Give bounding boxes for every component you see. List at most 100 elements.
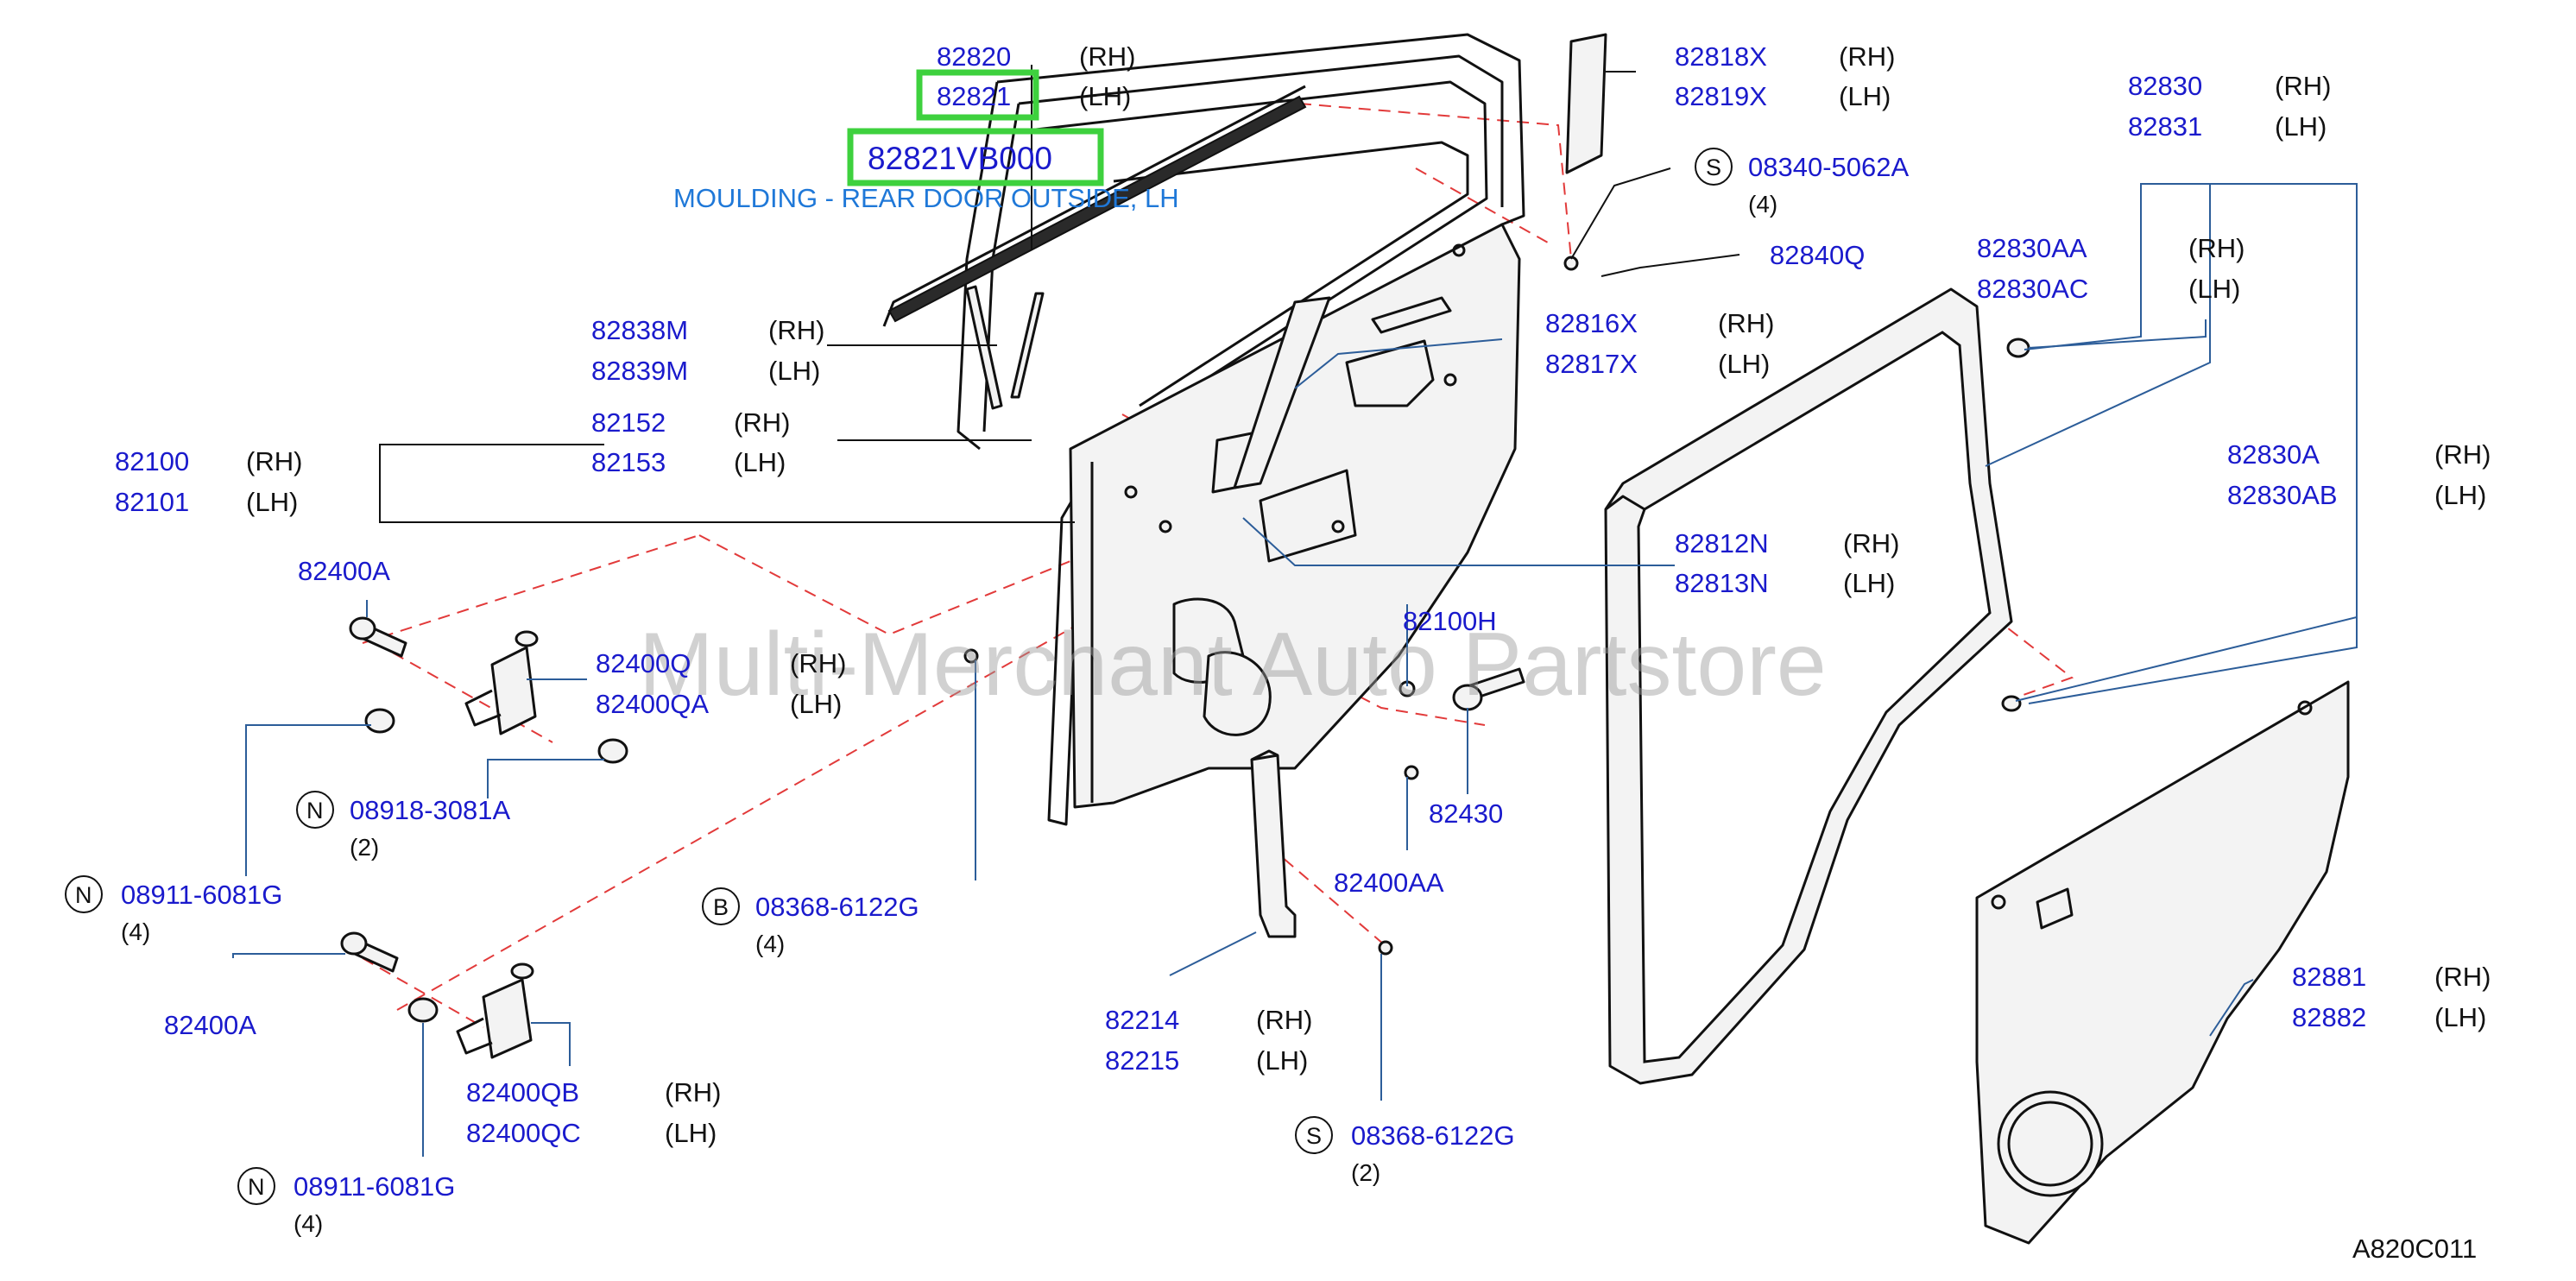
symbol-circle — [237, 1167, 275, 1205]
callout-82812N[interactable]: 82812N (RH) — [1675, 528, 1899, 558]
part-number[interactable]: 08918-3081A — [350, 795, 510, 825]
symbol-letter: B — [713, 894, 729, 920]
part-number[interactable]: 08368-6122G — [1351, 1120, 1515, 1151]
callout-82819X[interactable]: 82819X (LH) — [1675, 81, 1891, 111]
part-number[interactable]: 82400AA — [1334, 868, 1444, 898]
part-number[interactable]: 82882 — [2292, 1002, 2366, 1032]
part-number[interactable]: 82840Q — [1770, 240, 1865, 270]
side-label: (LH) — [734, 447, 786, 477]
callout-82400QB[interactable]: 82400QB (RH) — [466, 1077, 721, 1107]
callout-82400A-upper[interactable]: 82400A — [298, 556, 390, 586]
callout-82400Q[interactable]: 82400Q (RH) — [596, 648, 846, 678]
side-label: (LH) — [2188, 274, 2240, 304]
callout-82100[interactable]: 82100 (RH) — [115, 446, 302, 476]
callout-08918-3081A[interactable]: N 08918-3081A (2) — [296, 791, 510, 861]
callout-82882[interactable]: 82882 (LH) — [2292, 1002, 2486, 1032]
highlight-box-selected — [847, 128, 1104, 186]
part-number[interactable]: 82215 — [1105, 1045, 1179, 1076]
part-number[interactable]: 82400A — [164, 1010, 256, 1040]
selected-part-number[interactable]: 82821VB000 — [868, 141, 1052, 176]
callout-82813N[interactable]: 82813N (LH) — [1675, 568, 1895, 598]
part-number[interactable]: 82100 — [115, 446, 189, 476]
callout-82830AA[interactable]: 82830AA (RH) — [1977, 233, 2245, 263]
symbol-circle — [1295, 1116, 1333, 1154]
part-number[interactable]: 08911-6081G — [121, 880, 282, 910]
callout-08911-6081G-upper[interactable]: N 08911-6081G (4) — [65, 875, 282, 945]
callout-08368-6122G-S[interactable]: S 08368-6122G (2) — [1295, 1116, 1515, 1186]
part-number[interactable]: 82400QA — [596, 689, 709, 719]
callout-82881[interactable]: 82881 (RH) — [2292, 962, 2491, 992]
hinge-bolts — [340, 616, 628, 1023]
callout-82818X[interactable]: 82818X (RH) — [1675, 41, 1895, 72]
callout-82839M[interactable]: 82839M (LH) — [591, 356, 820, 386]
part-number[interactable]: 82818X — [1675, 41, 1767, 72]
part-number[interactable]: 82816X — [1545, 308, 1638, 338]
part-number[interactable]: 82100H — [1403, 606, 1497, 636]
callout-82820[interactable]: 82820 (RH) — [937, 41, 1135, 72]
callout-82831[interactable]: 82831 (LH) — [2128, 111, 2327, 142]
callout-08911-6081G-lower[interactable]: N 08911-6081G (4) — [237, 1167, 455, 1237]
quantity: (4) — [121, 918, 150, 945]
part-number[interactable]: 82813N — [1675, 568, 1769, 598]
callout-82838M[interactable]: 82838M (RH) — [591, 315, 824, 345]
callout-82816X[interactable]: 82816X (RH) — [1545, 308, 1774, 338]
part-number[interactable]: 82830 — [2128, 71, 2202, 101]
callout-82430[interactable]: 82430 — [1429, 798, 1503, 829]
callout-82840Q[interactable]: 82840Q — [1770, 240, 1865, 270]
callout-82215[interactable]: 82215 (LH) — [1105, 1045, 1308, 1076]
callout-82830A[interactable]: 82830A (RH) — [2227, 439, 2491, 470]
callout-82830[interactable]: 82830 (RH) — [2128, 71, 2331, 101]
callout-08340-5062A[interactable]: S 08340-5062A (4) — [1695, 148, 1909, 218]
side-label: (RH) — [665, 1077, 721, 1107]
part-number[interactable]: 82831 — [2128, 111, 2202, 142]
part-number[interactable]: 82830A — [2227, 439, 2320, 470]
callout-82101[interactable]: 82101 (LH) — [115, 487, 298, 517]
watermark: Multi-Merchant Auto Partstore — [639, 615, 1827, 715]
callout-82400QA[interactable]: 82400QA (LH) — [596, 689, 842, 719]
part-number[interactable]: 82400A — [298, 556, 390, 586]
callout-82400QC[interactable]: 82400QC (LH) — [466, 1118, 717, 1148]
callout-82830AC[interactable]: 82830AC (LH) — [1977, 274, 2240, 304]
part-number[interactable]: 82838M — [591, 315, 688, 345]
part-number[interactable]: 82839M — [591, 356, 688, 386]
outside-moulding — [882, 85, 1307, 327]
part-number[interactable]: 82821 — [937, 81, 1011, 111]
part-number[interactable]: 82819X — [1675, 81, 1767, 111]
rear-door-shell — [957, 33, 1525, 826]
part-number[interactable]: 82214 — [1105, 1005, 1179, 1035]
callout-08368-6122G-B[interactable]: B 08368-6122G (4) — [702, 887, 919, 957]
part-number[interactable]: 82820 — [937, 41, 1011, 72]
symbol-letter: N — [306, 798, 324, 824]
part-number[interactable]: 82830AA — [1977, 233, 2087, 263]
callout-82817X[interactable]: 82817X (LH) — [1545, 349, 1770, 379]
part-number[interactable]: 82812N — [1675, 528, 1769, 558]
part-number[interactable]: 82881 — [2292, 962, 2366, 992]
part-number[interactable]: 08368-6122G — [755, 892, 919, 922]
part-number[interactable]: 08340-5062A — [1748, 152, 1909, 182]
part-number[interactable]: 82152 — [591, 407, 666, 438]
part-number[interactable]: 82400Q — [596, 648, 691, 678]
side-label: (LH) — [2434, 480, 2486, 510]
part-number[interactable]: 82101 — [115, 487, 189, 517]
callout-82400AA[interactable]: 82400AA — [1334, 868, 1444, 898]
part-number[interactable]: 82430 — [1429, 798, 1503, 829]
callout-82400A-lower[interactable]: 82400A — [164, 1010, 256, 1040]
callout-82830AB[interactable]: 82830AB (LH) — [2227, 480, 2486, 510]
part-number[interactable]: 82400QB — [466, 1077, 579, 1107]
callout-82821[interactable]: 82821 (LH) — [937, 81, 1131, 111]
callout-82152[interactable]: 82152 (RH) — [591, 407, 790, 438]
door-check-link — [1250, 749, 1297, 938]
part-number[interactable]: 82830AC — [1977, 274, 2088, 304]
part-number[interactable]: 08911-6081G — [294, 1171, 455, 1202]
callout-82214[interactable]: 82214 (RH) — [1105, 1005, 1312, 1035]
side-label: (LH) — [1843, 568, 1895, 598]
side-label: (RH) — [2434, 962, 2491, 992]
callout-82153[interactable]: 82153 (LH) — [591, 447, 786, 477]
part-number[interactable]: 82153 — [591, 447, 666, 477]
part-number[interactable]: 82817X — [1545, 349, 1638, 379]
callout-82100H[interactable]: 82100H — [1403, 606, 1497, 636]
part-number[interactable]: 82830AB — [2227, 480, 2338, 510]
part-number[interactable]: 82400QC — [466, 1118, 581, 1148]
